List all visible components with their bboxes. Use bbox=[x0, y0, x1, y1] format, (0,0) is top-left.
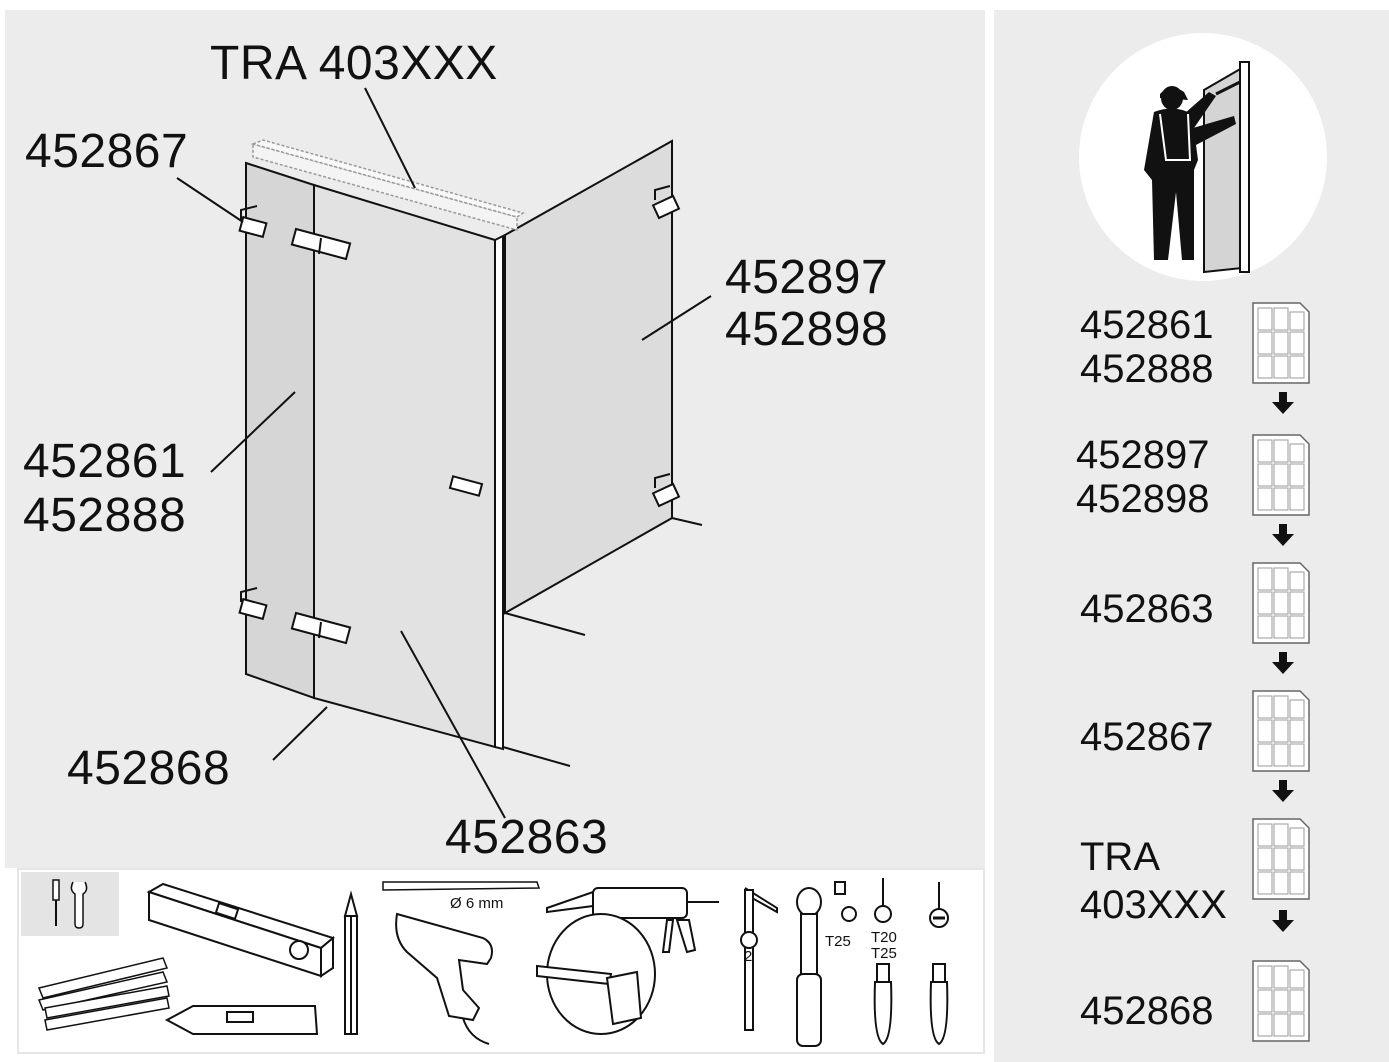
label-452863: 452863 bbox=[445, 811, 609, 864]
document-icon bbox=[1252, 302, 1310, 384]
step-1-line1: 452861 bbox=[1080, 303, 1214, 347]
tools-illustration: Ø 6 mm 2 bbox=[21, 872, 949, 1047]
main-diagram-panel: TRA 403XXX 452867 452897 452898 452861 4… bbox=[5, 10, 985, 868]
drill-size-label: Ø 6 mm bbox=[450, 895, 503, 912]
step-2-line1: 452897 bbox=[1076, 433, 1210, 477]
spirit-level-icon bbox=[146, 882, 336, 978]
step-6-line1: 452868 bbox=[1080, 989, 1214, 1033]
step-4-line1: 452867 bbox=[1080, 715, 1214, 759]
label-452867: 452867 bbox=[25, 125, 189, 178]
door-panel bbox=[313, 183, 496, 749]
document-icon bbox=[1252, 434, 1310, 516]
pencil-icon bbox=[343, 890, 359, 1035]
document-icon bbox=[1252, 562, 1310, 644]
worker-icon bbox=[1079, 33, 1327, 281]
arrow-down-icon bbox=[1272, 392, 1294, 414]
tools-icon bbox=[21, 872, 119, 936]
torque-wrench-icon bbox=[796, 881, 857, 1047]
top-rail bbox=[252, 143, 518, 231]
cutter-knife-icon bbox=[164, 1005, 319, 1035]
step-1-line2: 452888 bbox=[1080, 347, 1214, 391]
tools-panel: Ø 6 mm 2 bbox=[17, 868, 985, 1054]
caulking-gun-icon bbox=[546, 887, 719, 954]
right-side-panel bbox=[504, 139, 673, 615]
step-3-line1: 452863 bbox=[1080, 587, 1214, 631]
step-5-line2: 403XXX bbox=[1080, 883, 1227, 927]
arrow-down-icon bbox=[1272, 652, 1294, 674]
hinges bbox=[238, 185, 681, 645]
suction-cup-icon bbox=[536, 913, 656, 1035]
flat-screwdriver-icon bbox=[929, 882, 949, 1046]
installation-sequence-panel: 452861 452888 452897 452898 452863 45286… bbox=[994, 10, 1389, 1062]
shower-enclosure-diagram bbox=[176, 87, 712, 819]
leader-lines bbox=[176, 87, 712, 819]
arrow-down-icon bbox=[1272, 910, 1294, 932]
document-icon bbox=[1252, 690, 1310, 772]
label-452897: 452897 bbox=[725, 251, 889, 304]
torx-driver-size-2: T25 bbox=[871, 945, 897, 962]
torx-screwdriver-icon bbox=[873, 878, 893, 1046]
document-icon bbox=[1252, 960, 1310, 1042]
wall-profile bbox=[494, 234, 504, 751]
torx-driver-size-1: T20 bbox=[871, 929, 897, 946]
label-tra: TRA 403XXX bbox=[210, 37, 498, 90]
folding-rule-icon bbox=[37, 957, 170, 1031]
step-2-line2: 452898 bbox=[1076, 477, 1210, 521]
label-452861: 452861 bbox=[23, 435, 187, 488]
label-452898: 452898 bbox=[725, 303, 889, 356]
drill-bit-icon bbox=[382, 881, 541, 891]
allen-key-size: 2 bbox=[744, 948, 752, 965]
power-drill-icon bbox=[395, 912, 493, 1045]
arrow-down-icon bbox=[1272, 524, 1294, 546]
label-452888: 452888 bbox=[23, 489, 187, 542]
arrow-down-icon bbox=[1272, 780, 1294, 802]
label-452868: 452868 bbox=[67, 742, 231, 795]
document-icon bbox=[1252, 818, 1310, 900]
torx-wrench-size: T25 bbox=[825, 933, 851, 950]
allen-key-icon bbox=[740, 887, 778, 1031]
step-5-line1: TRA bbox=[1080, 835, 1160, 879]
